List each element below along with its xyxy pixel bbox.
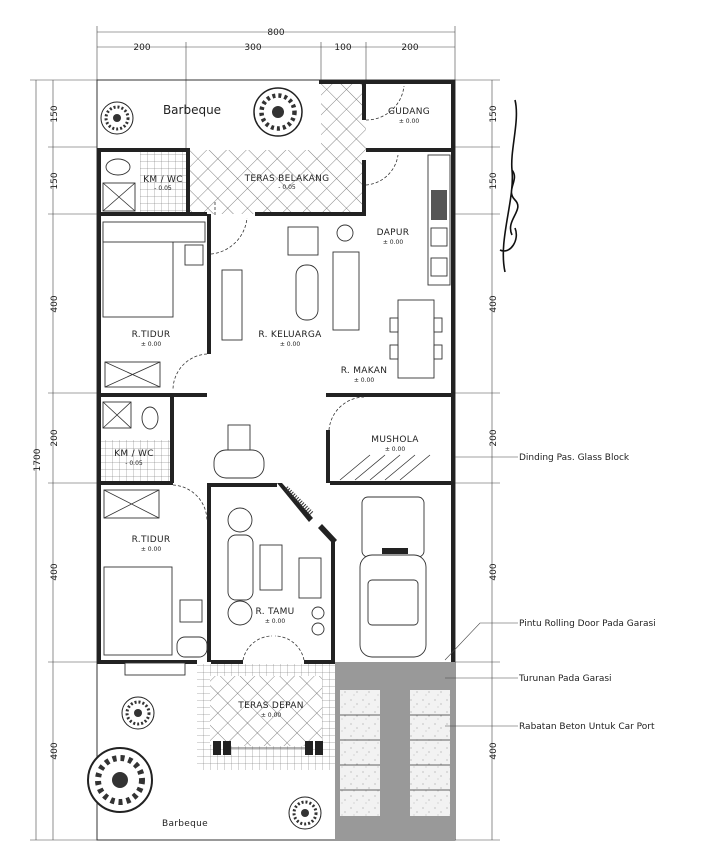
room-r-tidur-top: R.TIDUR	[132, 330, 171, 340]
stove-icon	[430, 227, 448, 247]
level-km-wc-bottom: - 0.05	[125, 460, 143, 467]
room-barbeque-bottom: Barbeque	[162, 819, 208, 829]
coffee-table-icon	[259, 544, 283, 591]
teras-belakang-floor	[190, 150, 366, 214]
dim-seg: 400	[489, 295, 499, 312]
chair-icon	[179, 599, 203, 623]
level-dapur: ± 0.00	[383, 239, 403, 246]
note-glass-block: Dinding Pas. Glass Block	[519, 453, 630, 463]
dim-seg: 400	[50, 295, 60, 312]
furniture	[102, 154, 451, 755]
dim-seg: 200	[489, 429, 499, 446]
room-labels: Barbeque GUDANG ± 0.00 KM / WC - 0.05 TE…	[114, 103, 430, 829]
note-rabatan-beton: Rabatan Beton Untuk Car Port	[519, 722, 655, 732]
level-mushola: ± 0.00	[385, 446, 405, 453]
carport-concrete	[410, 690, 450, 816]
car-icon	[359, 496, 427, 658]
tree-icon	[99, 100, 135, 136]
km-wc-floor	[140, 152, 188, 212]
km-wc-floor	[100, 440, 170, 482]
level-r-tidur-bottom: ± 0.00	[141, 546, 161, 553]
top-dimensions: 800 200 300 100 200	[96, 26, 456, 150]
left-dimensions: 1700 150 150 400 200 400 400	[30, 79, 97, 841]
level-r-keluarga: ± 0.00	[280, 341, 300, 348]
level-gudang: ± 0.00	[399, 118, 419, 125]
dim-seg: 300	[244, 43, 261, 53]
room-gudang: GUDANG	[388, 107, 430, 117]
wardrobe-icon	[102, 221, 206, 243]
room-r-tidur-bottom: R.TIDUR	[132, 535, 171, 545]
dim-total-width: 800	[267, 28, 284, 38]
dim-seg: 200	[133, 43, 150, 53]
right-dimensions: 150 150 400 200 400 400	[455, 79, 500, 841]
note-turunan-garasi: Turunan Pada Garasi	[518, 674, 612, 684]
bed-icon	[103, 566, 173, 656]
sofa-icon	[287, 226, 319, 256]
dim-seg: 200	[50, 429, 60, 446]
toilet-icon	[105, 158, 131, 176]
sofa-icon	[227, 534, 254, 601]
room-teras-depan: TERAS DEPAN	[237, 701, 303, 711]
dim-seg: 400	[50, 742, 60, 759]
sink-icon	[431, 190, 447, 220]
note-rolling-door: Pintu Rolling Door Pada Garasi	[519, 619, 656, 629]
room-teras-belakang: TERAS BELAKANG	[244, 174, 330, 184]
tree-icon	[120, 695, 156, 731]
room-r-makan: R. MAKAN	[341, 366, 388, 376]
tv-cabinet-icon	[221, 269, 243, 341]
level-teras-depan: ± 0.00	[261, 712, 281, 719]
table-icon	[176, 636, 208, 658]
window-planter	[124, 662, 186, 676]
signature	[499, 99, 519, 273]
dining-table-icon	[397, 299, 435, 379]
dim-seg: 200	[401, 43, 418, 53]
table-icon	[213, 449, 265, 479]
teras-belakang-floor	[321, 82, 366, 150]
room-barbeque-top: Barbeque	[163, 103, 221, 117]
room-km-wc-bottom: KM / WC	[114, 449, 154, 459]
dim-seg: 400	[50, 563, 60, 580]
level-km-wc-top: - 0.05	[154, 185, 172, 192]
glass-block-hatch	[339, 454, 431, 481]
toilet-icon	[141, 406, 159, 430]
dim-seg: 400	[489, 742, 499, 759]
room-dapur: DAPUR	[377, 228, 410, 238]
walls	[97, 80, 455, 664]
stove-icon	[430, 257, 448, 277]
dim-seg: 400	[489, 563, 499, 580]
tree-icon	[88, 748, 152, 812]
glass-block-wall	[284, 486, 314, 516]
level-r-tidur-top: ± 0.00	[141, 341, 161, 348]
room-mushola: MUSHOLA	[371, 435, 419, 445]
room-r-keluarga: R. KELUARGA	[258, 330, 322, 340]
tree-icon	[254, 88, 302, 136]
dim-seg: 150	[50, 172, 60, 189]
lamp-icon	[336, 224, 354, 242]
sofa-icon	[332, 251, 360, 331]
carport-concrete	[340, 690, 380, 816]
level-r-makan: ± 0.00	[354, 377, 374, 384]
teras-depan-floor	[210, 676, 322, 746]
door-swings	[172, 85, 405, 661]
room-r-tamu: R. TAMU	[255, 607, 294, 617]
dim-seg: 100	[334, 43, 351, 53]
level-teras-belakang: - 0.05	[278, 184, 296, 191]
level-r-tamu: ± 0.00	[265, 618, 285, 625]
dim-seg: 150	[489, 105, 499, 122]
room-km-wc-top: KM / WC	[143, 175, 183, 185]
dim-seg: 150	[489, 172, 499, 189]
dim-total-length: 1700	[33, 448, 43, 471]
chair-icon	[227, 424, 251, 451]
annotations: Dinding Pas. Glass Block Pintu Rolling D…	[444, 453, 656, 732]
coffee-table-icon	[295, 264, 319, 321]
tree-icon	[287, 795, 323, 831]
dim-seg: 150	[50, 105, 60, 122]
sofa-icon	[298, 557, 322, 599]
chair-icon	[184, 244, 204, 266]
